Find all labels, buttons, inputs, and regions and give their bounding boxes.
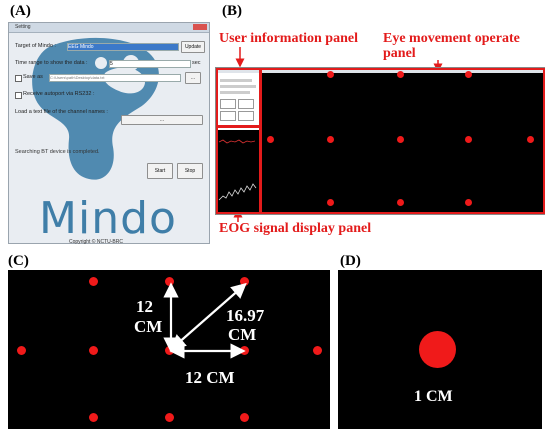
target-dot xyxy=(527,136,534,143)
time-range-label: Time range to show the data : xyxy=(15,60,88,66)
target-dot xyxy=(465,71,472,78)
user-info-annotation: User information panel xyxy=(219,31,358,46)
target-label: Target of Mindo : xyxy=(15,43,56,49)
target-dot xyxy=(397,136,404,143)
copyright-text: Copyright © NCTU-BRC xyxy=(69,239,123,245)
target-dot xyxy=(165,277,174,286)
eye-movement-annotation-line2: panel xyxy=(383,46,416,61)
user-info-highlight xyxy=(216,68,262,128)
eog-signal-annotation: EOG signal display panel xyxy=(219,221,372,236)
target-dot xyxy=(165,413,174,422)
target-dot xyxy=(327,71,334,78)
mindo-logo-text: Mindo xyxy=(39,193,177,244)
target-dot xyxy=(240,413,249,422)
target-dot xyxy=(89,413,98,422)
screen-toolbar xyxy=(216,68,544,73)
window-titlebar: Setting xyxy=(9,23,209,33)
eye-movement-highlight xyxy=(259,68,545,214)
close-icon[interactable] xyxy=(193,24,207,30)
target-dot xyxy=(17,346,26,355)
start-button[interactable]: Start xyxy=(147,163,173,179)
diagonal-distance-label-1: 16.97 xyxy=(226,306,265,325)
panel-label-a: (A) xyxy=(10,3,31,19)
eog-signal-panel xyxy=(217,130,259,214)
horizontal-distance-label: 12 CM xyxy=(185,368,235,387)
target-select[interactable]: EEG Mindo xyxy=(67,43,179,51)
panel-label-c: (C) xyxy=(8,253,29,269)
rs232-label: Receive autoport via RS232 : xyxy=(23,91,95,97)
target-dot xyxy=(397,71,404,78)
target-dot xyxy=(327,136,334,143)
load-channel-button[interactable]: ... xyxy=(121,115,203,125)
mindo-settings-window: Setting Target of Mindo : EEG Mindo Upda… xyxy=(8,22,210,245)
target-dot xyxy=(327,199,334,206)
eog-panel-highlight xyxy=(216,125,262,214)
target-dot xyxy=(397,199,404,206)
target-dot xyxy=(240,277,249,286)
browse-button[interactable]: ... xyxy=(185,72,201,84)
vertical-distance-label-1: 12 xyxy=(136,297,153,316)
diagonal-distance-label-2: CM xyxy=(228,325,257,344)
rs232-checkbox[interactable] xyxy=(15,92,22,99)
update-button[interactable]: Update xyxy=(181,41,205,53)
user-info-panel xyxy=(216,73,261,214)
save-as-checkbox[interactable] xyxy=(15,75,22,82)
time-range-input[interactable]: 5 xyxy=(109,60,191,68)
dot-diameter-label: 1 CM xyxy=(414,388,453,405)
status-text: Searching BT device is completed. xyxy=(15,149,100,155)
stop-button[interactable]: Stop xyxy=(177,163,203,179)
target-dot xyxy=(465,199,472,206)
target-dot xyxy=(89,277,98,286)
panel-label-b: (B) xyxy=(222,3,242,19)
target-dot xyxy=(313,346,322,355)
target-dot xyxy=(89,346,98,355)
vertical-distance-label-2: CM xyxy=(134,317,163,336)
target-dot xyxy=(465,136,472,143)
time-unit: sec xyxy=(192,60,201,66)
eye-movement-annotation-line1: Eye movement operate xyxy=(383,31,520,46)
save-as-label: Save as xyxy=(23,74,43,80)
save-path-input[interactable]: C:\Users\path\Desktop\data.txt xyxy=(49,74,181,82)
load-channel-label: Load a text file of the channel names : xyxy=(15,109,108,115)
diagonal-distance-arrow xyxy=(170,282,247,351)
panel-label-d: (D) xyxy=(340,253,361,269)
target-dot xyxy=(267,136,274,143)
enlarged-target-dot xyxy=(419,331,456,368)
